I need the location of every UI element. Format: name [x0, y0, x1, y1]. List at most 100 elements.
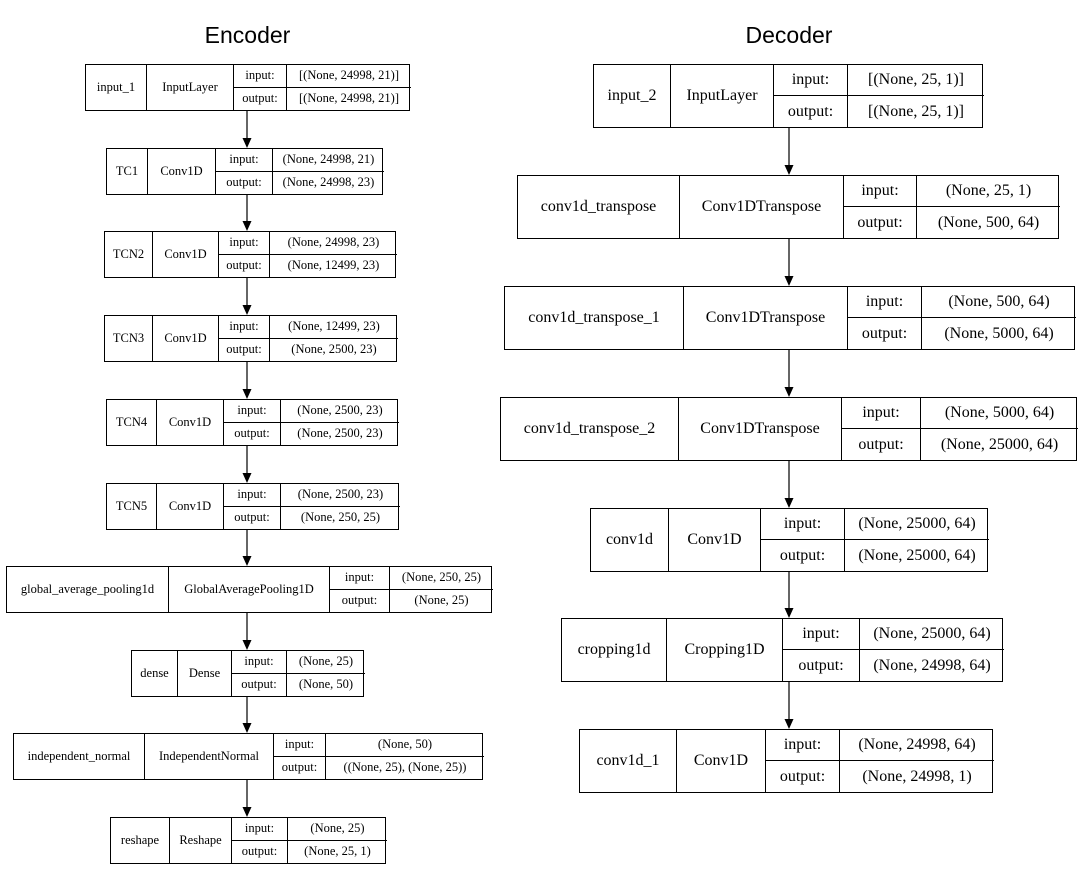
- output-label: output:: [848, 318, 922, 349]
- layer-type: GlobalAveragePooling1D: [169, 567, 330, 612]
- output-shape: (None, 24998, 64): [873, 656, 991, 674]
- layer-name: TCN2: [105, 232, 153, 277]
- output-shape: (None, 250, 25): [300, 510, 381, 525]
- output-shape: (None, 5000, 64): [944, 324, 1054, 342]
- output-shape: [(None, 24998, 21)]: [299, 91, 399, 106]
- layer-name: global_average_pooling1d: [7, 567, 169, 612]
- input-shape: (None, 250, 25): [390, 567, 493, 590]
- layer-name: dense: [132, 651, 178, 696]
- layer-type: Conv1D: [157, 400, 224, 445]
- output-label: output:: [219, 254, 270, 277]
- layer-name: input_1: [86, 65, 147, 110]
- input-shape: (None, 24998, 21): [273, 149, 384, 172]
- input-label: input:: [766, 730, 840, 761]
- input-shape: (None, 2500, 23): [281, 400, 399, 423]
- output-label: output:: [274, 756, 326, 779]
- input-label: input:: [783, 619, 860, 650]
- output-label: output:: [232, 840, 288, 863]
- output-label: output:: [761, 540, 845, 571]
- layer-name: cropping1d: [562, 619, 667, 681]
- layer-type: Conv1D: [148, 149, 216, 194]
- input-shape: (None, 24998, 64): [840, 730, 994, 761]
- input-shape: (None, 2500, 23): [281, 484, 400, 507]
- layer-type: InputLayer: [671, 65, 774, 127]
- input-shape: (None, 500, 64): [922, 287, 1076, 318]
- layer-name: conv1d_transpose: [518, 176, 680, 238]
- output-label: output:: [232, 673, 287, 696]
- input-shape: (None, 25000, 64): [845, 509, 989, 540]
- layer-type: Conv1DTranspose: [679, 398, 842, 460]
- output-label: output:: [219, 338, 270, 361]
- output-shape: (None, 12499, 23): [287, 258, 380, 273]
- input-label: input:: [232, 651, 287, 674]
- layer-type: Conv1DTranspose: [684, 287, 848, 349]
- layer-name: conv1d: [591, 509, 669, 571]
- layer-name: TCN5: [107, 484, 157, 529]
- output-shape: (None, 2500, 23): [291, 342, 377, 357]
- output-shape: (None, 25): [414, 593, 469, 608]
- input-label: input:: [224, 400, 281, 423]
- input-label: input:: [216, 149, 273, 172]
- encoder-edge-arrowhead: [242, 807, 252, 817]
- input-label: input:: [274, 734, 326, 757]
- output-label: output:: [766, 761, 840, 792]
- output-shape: (None, 25, 1): [304, 844, 371, 859]
- layer-type: Dense: [178, 651, 232, 696]
- decoder-edge-arrowhead: [784, 387, 794, 397]
- output-shape: (None, 24998, 1): [862, 767, 972, 785]
- output-label: output:: [224, 506, 281, 529]
- input-shape: (None, 50): [326, 734, 484, 757]
- output-shape: (None, 50): [298, 677, 354, 692]
- encoder-edge-arrowhead: [242, 221, 252, 231]
- output-shape: (None, 25000, 64): [858, 546, 976, 564]
- input-shape: (None, 12499, 23): [270, 316, 398, 339]
- encoder-title: Encoder: [204, 22, 291, 48]
- input-shape: (None, 25, 1): [917, 176, 1060, 207]
- output-shape: (None, 500, 64): [937, 213, 1040, 231]
- encoder-edge-arrowhead: [242, 640, 252, 650]
- input-shape: [(None, 25, 1)]: [848, 65, 984, 96]
- input-shape: (None, 5000, 64): [921, 398, 1078, 429]
- output-label: output:: [844, 207, 917, 238]
- input-label: input:: [219, 232, 270, 255]
- layer-name: conv1d_1: [580, 730, 677, 792]
- input-label: input:: [761, 509, 845, 540]
- output-shape: (None, 2500, 23): [297, 426, 383, 441]
- decoder-edge-arrowhead: [784, 719, 794, 729]
- layer-name: conv1d_transpose_1: [505, 287, 684, 349]
- layer-type: Conv1D: [157, 484, 224, 529]
- layer-type: Reshape: [170, 818, 232, 863]
- input-shape: (None, 24998, 23): [270, 232, 397, 255]
- output-label: output:: [234, 87, 287, 110]
- input-shape: (None, 25000, 64): [860, 619, 1004, 650]
- output-label: output:: [216, 171, 273, 194]
- layer-name: TCN3: [105, 316, 153, 361]
- decoder-edge-arrowhead: [784, 498, 794, 508]
- input-shape: (None, 25): [288, 818, 387, 841]
- output-label: output:: [224, 422, 281, 445]
- input-label: input:: [774, 65, 848, 96]
- encoder-edge-arrowhead: [242, 723, 252, 733]
- input-shape: [(None, 24998, 21)]: [287, 65, 411, 88]
- encoder-edge-arrowhead: [242, 389, 252, 399]
- output-label: output:: [774, 96, 848, 127]
- decoder-title: Decoder: [745, 22, 833, 48]
- input-label: input:: [848, 287, 922, 318]
- output-shape: (None, 24998, 23): [282, 175, 375, 190]
- output-shape: ((None, 25), (None, 25)): [343, 760, 467, 775]
- layer-name: input_2: [594, 65, 671, 127]
- output-shape: (None, 25000, 64): [940, 435, 1059, 453]
